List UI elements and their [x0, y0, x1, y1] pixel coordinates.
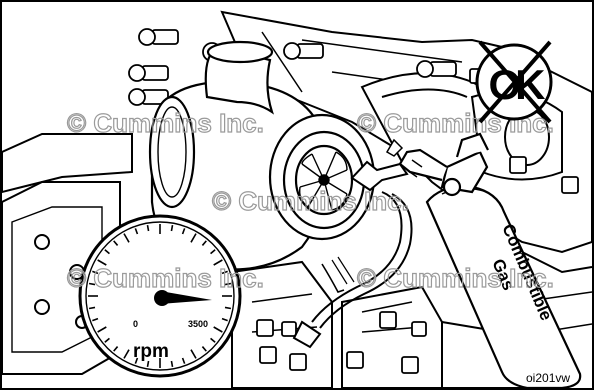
gauge-max-label: 3500 [188, 319, 208, 329]
gauge-unit-label: rpm [133, 341, 169, 362]
gauge-min-label: 0 [133, 319, 138, 329]
gauge-tick [147, 225, 148, 231]
watermark-3: © Cummins Inc. [212, 186, 409, 216]
watermark-5: © Cummins Inc. [357, 263, 554, 293]
gauge-tick [171, 361, 172, 367]
gauge-tick [171, 225, 172, 231]
gauge-tick [89, 307, 95, 308]
gauge-tick [225, 307, 231, 308]
figure-code: oi201vw [526, 371, 570, 385]
not-ok-symbol: OK [477, 42, 551, 122]
rpm-gauge: 0 3500 rpm [80, 216, 240, 376]
watermark-1: © Cummins Inc. [67, 108, 264, 138]
watermark-4: © Cummins Inc. [67, 263, 264, 293]
